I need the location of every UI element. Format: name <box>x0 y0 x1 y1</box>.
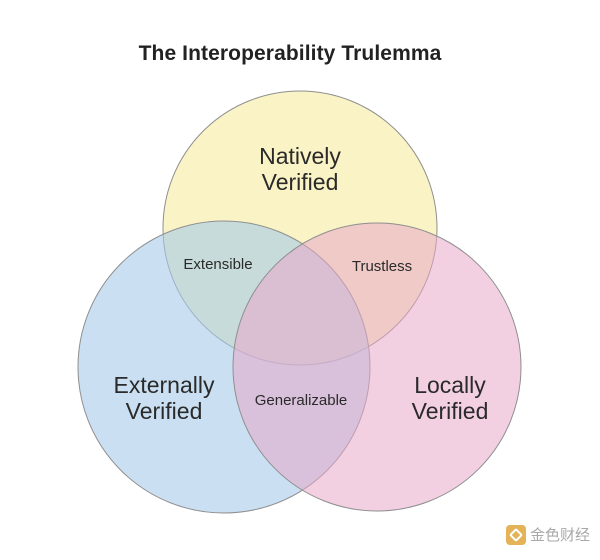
label-generalizable: Generalizable <box>254 392 348 409</box>
diagram-title: The Interoperability Trulemma <box>138 42 442 65</box>
label-extensible: Extensible <box>183 256 253 273</box>
label-externally-line1: Externally <box>113 372 215 398</box>
watermark-logo-icon <box>505 524 526 545</box>
label-trustless: Trustless <box>351 258 413 275</box>
label-natively-line1: Natively <box>259 143 341 169</box>
label-natively-line2: Verified <box>261 169 339 196</box>
label-locally-line1: Locally <box>414 372 486 398</box>
label-externally-verified: Externally Verified <box>84 372 244 425</box>
label-externally-line2: Verified <box>125 398 203 425</box>
label-locally-line2: Verified <box>411 398 489 425</box>
circle-locally-verified <box>232 222 522 512</box>
label-natively-verified: Natively Verified <box>220 143 380 196</box>
label-locally-verified: Locally Verified <box>370 372 530 425</box>
watermark: 金色财经 <box>505 524 590 545</box>
watermark-text: 金色财经 <box>529 526 590 544</box>
